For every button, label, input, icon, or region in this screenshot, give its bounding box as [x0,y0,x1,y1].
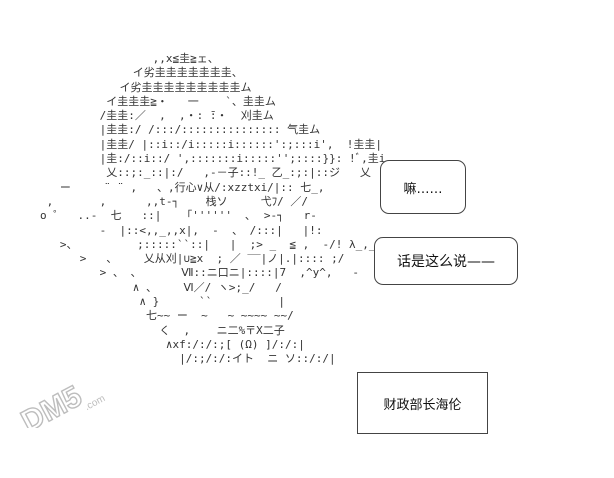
name-sign: 财政部长海伦 [357,372,488,434]
speech-bubble-2-text: 话是这么说—— [397,254,495,270]
watermark-suffix: .com [83,393,107,413]
watermark-text: DM5 [16,380,87,428]
name-sign-text: 财政部长海伦 [383,397,462,413]
speech-bubble-1: 嘛…… [380,160,466,214]
speech-bubble-1-text: 嘛…… [403,181,443,197]
speech-bubble-2: 话是这么说—— [374,237,518,285]
ascii-art-character: ,,x≦圭≧ェ、 イ劣圭圭圭圭圭圭圭、 イ劣圭圭圭圭圭圭圭圭圭ム イ圭圭圭≧・ … [40,52,389,366]
dm5-watermark-logo: DM5 .com [15,379,107,428]
